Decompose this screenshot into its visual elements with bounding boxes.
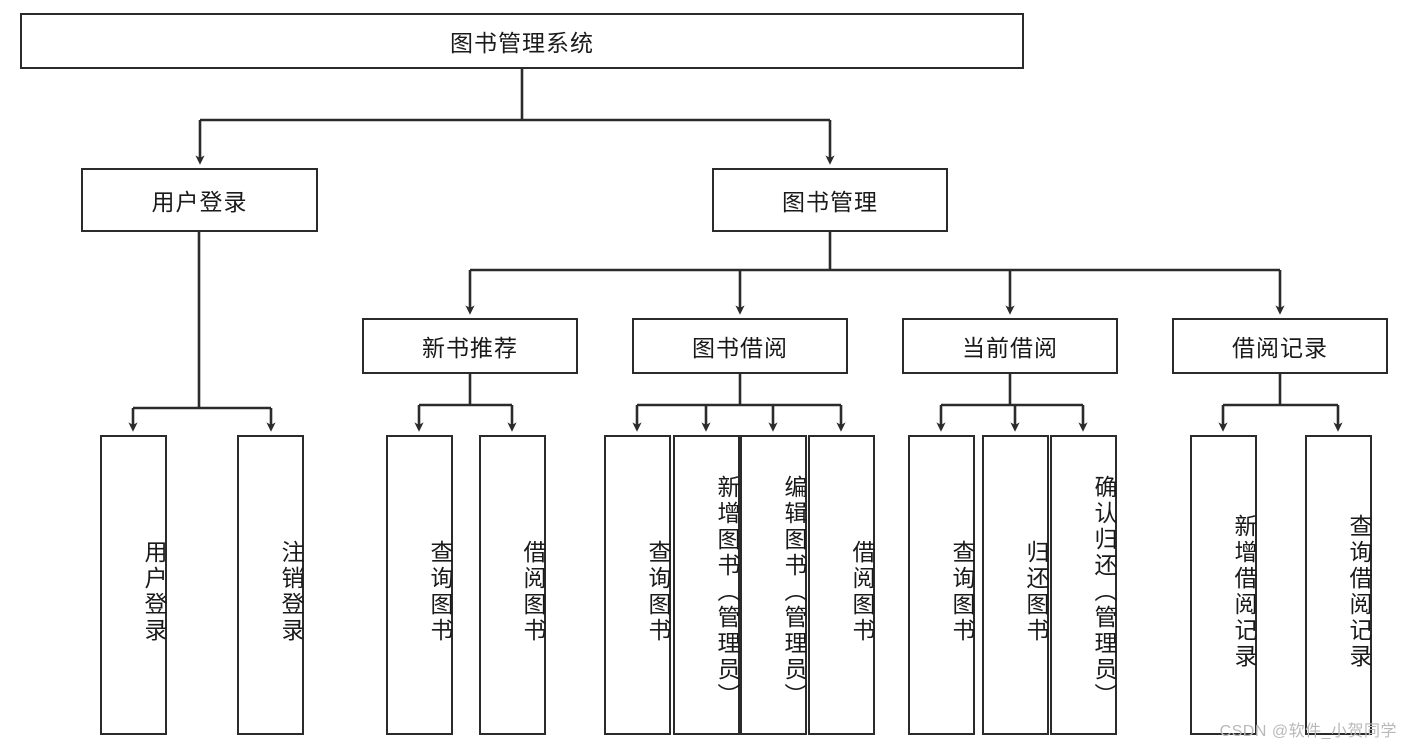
node-borrow-record[interactable]: 借阅记录 <box>1172 318 1388 374</box>
node-leaf-label: 借阅图书 <box>520 540 546 644</box>
node-leaf-label: 用户登录 <box>141 540 167 644</box>
node-leaf-label: 注销登录 <box>278 540 304 644</box>
node-leaf[interactable]: 借阅图书 <box>808 435 875 735</box>
node-book-management-label: 图书管理 <box>782 189 878 215</box>
node-leaf-label: 查询图书 <box>645 540 671 644</box>
node-leaf[interactable]: 查询图书 <box>604 435 671 735</box>
node-leaf[interactable]: 查询图书 <box>908 435 975 735</box>
node-leaf[interactable]: 查询图书 <box>386 435 453 735</box>
node-user-login[interactable]: 用户登录 <box>81 168 318 232</box>
node-leaf-label: 新增图书（管理员） <box>714 475 740 709</box>
node-root[interactable]: 图书管理系统 <box>20 13 1024 69</box>
node-leaf[interactable]: 新增借阅记录 <box>1190 435 1257 735</box>
node-new-book-recommend[interactable]: 新书推荐 <box>362 318 578 374</box>
node-leaf-label: 确认归还（管理员） <box>1091 475 1117 709</box>
node-leaf[interactable]: 确认归还（管理员） <box>1050 435 1117 735</box>
node-leaf-label: 查询图书 <box>427 540 453 644</box>
node-leaf-label: 借阅图书 <box>849 540 875 644</box>
node-user-login-label: 用户登录 <box>151 189 248 215</box>
watermark: CSDN @软件_小贺同学 <box>1219 723 1397 740</box>
node-leaf[interactable]: 归还图书 <box>982 435 1049 735</box>
node-leaf-label: 查询图书 <box>949 540 975 644</box>
node-leaf-label: 归还图书 <box>1023 540 1049 644</box>
node-leaf-label: 编辑图书（管理员） <box>781 475 807 709</box>
node-book-borrow[interactable]: 图书借阅 <box>632 318 848 374</box>
node-leaf-label: 新增借阅记录 <box>1231 514 1257 670</box>
node-leaf[interactable]: 编辑图书（管理员） <box>740 435 807 735</box>
node-borrow-record-label: 借阅记录 <box>1232 335 1328 361</box>
node-book-management[interactable]: 图书管理 <box>712 168 948 232</box>
node-book-borrow-label: 图书借阅 <box>692 335 788 361</box>
node-current-borrow[interactable]: 当前借阅 <box>902 318 1118 374</box>
node-leaf[interactable]: 用户登录 <box>100 435 167 735</box>
node-leaf[interactable]: 新增图书（管理员） <box>673 435 740 735</box>
node-leaf[interactable]: 查询借阅记录 <box>1305 435 1372 735</box>
node-root-label: 图书管理系统 <box>450 30 594 56</box>
node-current-borrow-label: 当前借阅 <box>962 335 1058 361</box>
node-leaf-label: 查询借阅记录 <box>1346 514 1372 670</box>
node-leaf[interactable]: 注销登录 <box>237 435 304 735</box>
node-new-book-recommend-label: 新书推荐 <box>422 335 518 361</box>
node-leaf[interactable]: 借阅图书 <box>479 435 546 735</box>
